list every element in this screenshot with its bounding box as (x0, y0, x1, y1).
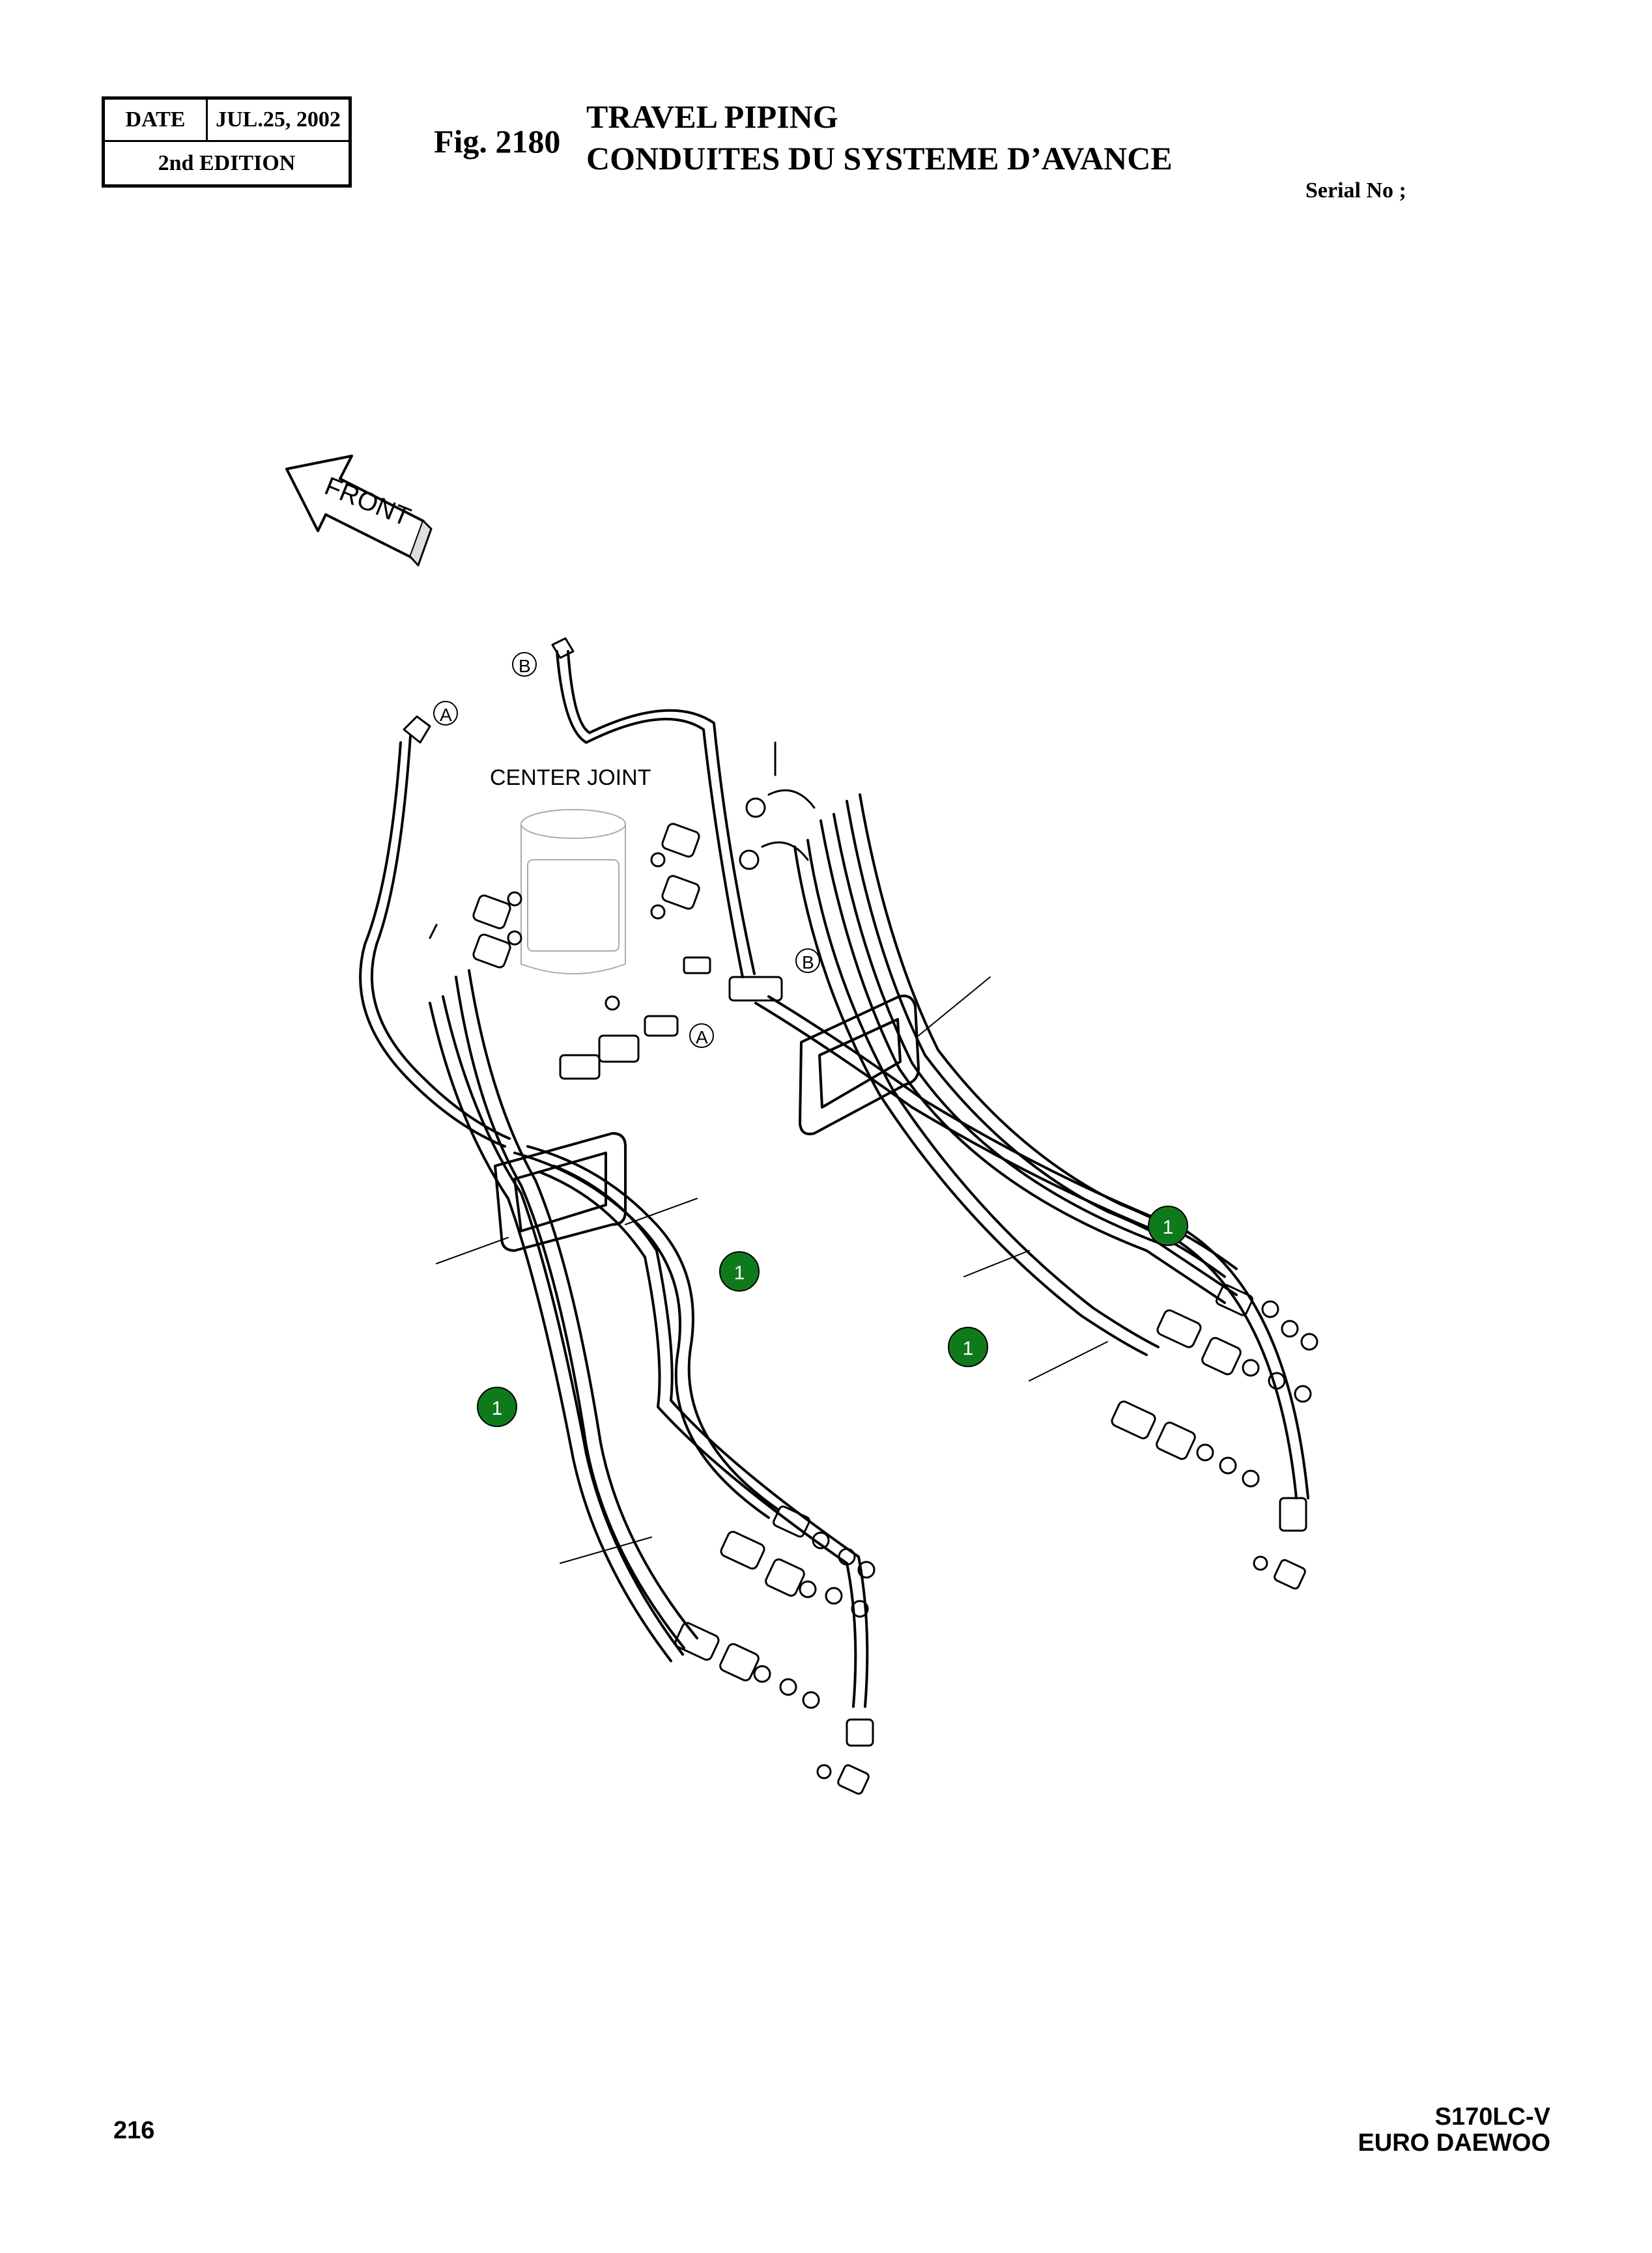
port-label: A (696, 1027, 708, 1047)
right-end-fittings (1111, 1284, 1318, 1590)
callout-label: 1 (1163, 1217, 1174, 1238)
port-b-circle (795, 948, 820, 973)
left-hose-bundle (429, 969, 869, 1708)
right-hose-bundle (754, 793, 1309, 1499)
left-end-fittings (674, 1505, 876, 1795)
front-arrow: FRONT (285, 455, 433, 567)
date-edition-box: DATE JUL.25, 2002 2nd EDITION (102, 96, 352, 188)
page-title-french: CONDUITES DU SYSTEME D’AVANCE (586, 140, 1173, 177)
model-label: S170LC-V EURO DAEWOO (1358, 2104, 1550, 2156)
date-value: JUL.25, 2002 (216, 107, 341, 132)
page-title: TRAVEL PIPING (586, 98, 838, 135)
flange-fittings (429, 741, 816, 1080)
callout-label: 1 (963, 1338, 974, 1359)
port-label: A (440, 705, 452, 725)
port-labels: A B B A (433, 652, 820, 1048)
port-label: B (519, 656, 531, 676)
callout-label: 1 (492, 1398, 503, 1419)
date-label: DATE (105, 100, 208, 140)
model-name: S170LC-V (1434, 2103, 1550, 2131)
port-a-circle (689, 1023, 714, 1048)
edition-label: 2nd EDITION (158, 150, 296, 175)
center-joint-label: CENTER JOINT (490, 765, 651, 790)
part-callouts: 1 1 1 1 (477, 1206, 1188, 1427)
pilot-hose-a (359, 715, 511, 1148)
center-joint (520, 809, 626, 974)
port-label: B (802, 952, 814, 972)
callout-circle (477, 1387, 517, 1427)
brand-name: EURO DAEWOO (1358, 2129, 1550, 2157)
right-hose-clamp (799, 995, 920, 1135)
page-number: 216 (113, 2117, 155, 2144)
figure-number: Fig. 2180 (434, 123, 561, 160)
pilot-hose-b (551, 637, 756, 978)
port-b-circle (512, 652, 537, 677)
callout-circle (1148, 1206, 1188, 1246)
callout-circle (948, 1327, 988, 1367)
serial-number-label: Serial No ; (1305, 178, 1406, 203)
leader-lines (436, 976, 1108, 1564)
port-a-circle (433, 701, 458, 726)
callout-label: 1 (734, 1262, 745, 1284)
callout-circle (719, 1251, 760, 1292)
left-hose-clamp (494, 1132, 627, 1252)
